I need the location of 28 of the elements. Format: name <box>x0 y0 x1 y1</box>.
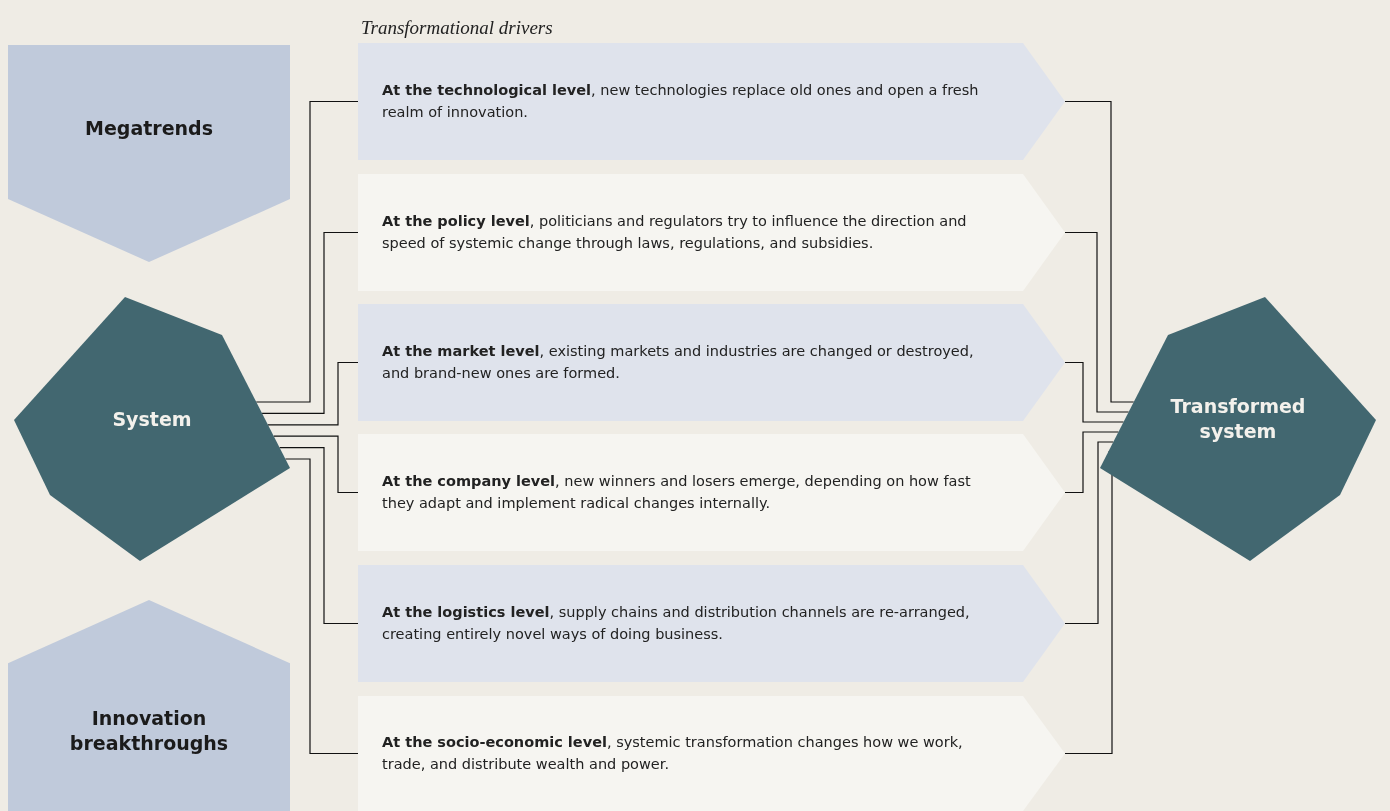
connector-line <box>1064 441 1114 625</box>
connector-line <box>278 447 359 625</box>
connector-line <box>255 100 359 403</box>
shape-label: Innovation breakthroughs <box>68 705 230 756</box>
connector-line <box>261 231 359 414</box>
connector-line <box>267 361 359 426</box>
shape-label: System <box>112 406 192 432</box>
shape-label: Megatrends <box>85 116 213 141</box>
driver-description: At the socio-economic level, systemic transformation changes how we work, trade, and distribute wealth and power. <box>382 733 964 774</box>
connector-line <box>1064 361 1125 423</box>
driver-description: At the market level, existing markets and industries are changed or destroyed, and brand-new ones are formed. <box>382 342 975 383</box>
chevron-box <box>358 304 1065 421</box>
connector-line <box>1064 100 1135 403</box>
chevron-box <box>358 565 1065 682</box>
driver-description: At the technological level, new technologies replace old ones and open a fresh realm of innovation. <box>382 81 980 122</box>
chevron-box <box>358 434 1065 551</box>
connector-line <box>1064 231 1130 413</box>
driver-description: At the company level, new winners and losers emerge, depending on how fast they adapt and implement radical changes internally. <box>382 472 972 513</box>
connector-line <box>1064 431 1119 494</box>
connector-line <box>284 458 359 755</box>
shape-label: Transformed system <box>1169 394 1307 444</box>
connector-line <box>273 435 359 494</box>
chevron-box <box>358 696 1065 811</box>
driver-description: At the policy level, politicians and regulators try to influence the direction and speed of systemic change through laws, regulations, and subsidies. <box>382 212 968 253</box>
section-heading: Transformational drivers <box>361 17 553 39</box>
chevron-box <box>358 43 1065 160</box>
chevron-box <box>358 174 1065 291</box>
driver-description: At the logistics level, supply chains and distribution channels are re-arranged, creating entirely novel ways of doing business. <box>382 603 971 644</box>
